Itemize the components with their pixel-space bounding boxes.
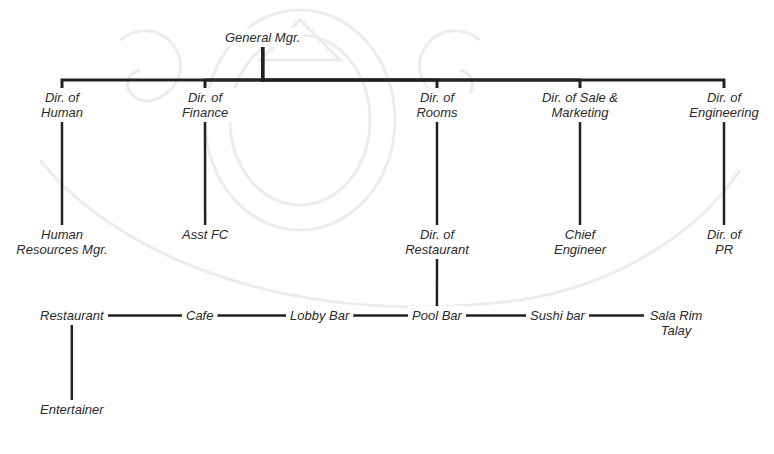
position-title: Sushi bar xyxy=(530,308,585,323)
reporting-line xyxy=(723,122,726,225)
position-title: Dir. of Rooms xyxy=(409,90,465,120)
position-title: Chief Engineer xyxy=(548,227,612,257)
position-title: Dir. of Finance xyxy=(177,90,233,120)
reporting-line xyxy=(263,47,724,88)
position-title: Dir. of Engineering xyxy=(686,90,762,120)
reporting-line xyxy=(579,122,582,225)
reporting-line xyxy=(589,314,644,317)
reporting-line xyxy=(353,314,408,317)
reporting-line xyxy=(263,47,437,88)
reporting-line xyxy=(62,47,263,88)
reporting-line xyxy=(466,314,526,317)
org-title: Dir. of Human xyxy=(30,88,94,122)
org-title: Entertainer xyxy=(36,400,108,419)
reporting-line xyxy=(436,259,439,306)
org-title: Sala Rim Talay xyxy=(644,306,708,340)
org-title: Cafe xyxy=(182,306,217,325)
reporting-line xyxy=(204,122,207,225)
org-title: Pool Bar xyxy=(408,306,466,325)
org-title: Dir. of Rooms xyxy=(405,88,469,122)
reporting-line xyxy=(205,47,263,88)
position-title: Restaurant xyxy=(40,308,104,323)
reporting-line xyxy=(61,122,64,225)
position-title: Pool Bar xyxy=(412,308,462,323)
position-title: Human Resources Mgr. xyxy=(14,227,110,257)
org-title: Chief Engineer xyxy=(544,225,616,259)
position-title: Dir. of Human xyxy=(34,90,90,120)
org-title: Dir. of Sale & Marketing xyxy=(522,88,638,122)
org-title: Lobby Bar xyxy=(286,306,353,325)
position-title: Dir. of Sale & Marketing xyxy=(526,90,634,120)
org-title: Dir. of Restaurant xyxy=(398,225,476,259)
org-title: Dir. of PR xyxy=(695,225,753,259)
reporting-line xyxy=(108,314,182,317)
reporting-line xyxy=(263,47,580,88)
org-title: Dir. of Finance xyxy=(173,88,237,122)
position-title: Dir. of PR xyxy=(699,227,749,257)
position-title: General Mgr. xyxy=(225,30,300,45)
reporting-line xyxy=(436,122,439,225)
org-title: Dir. of Engineering xyxy=(682,88,766,122)
position-title: Cafe xyxy=(186,308,213,323)
position-title: Sala Rim Talay xyxy=(648,308,704,338)
position-title: Asst FC xyxy=(182,227,228,242)
org-title: Human Resources Mgr. xyxy=(10,225,114,259)
org-title: Asst FC xyxy=(178,225,232,244)
position-title: Lobby Bar xyxy=(290,308,349,323)
org-title: Restaurant xyxy=(36,306,108,325)
watermark-emblem xyxy=(40,10,740,307)
reporting-line xyxy=(217,314,286,317)
position-title: Entertainer xyxy=(40,402,104,417)
org-title: Sushi bar xyxy=(526,306,589,325)
reporting-line xyxy=(71,325,74,400)
org-title: General Mgr. xyxy=(221,28,304,47)
position-title: Dir. of Restaurant xyxy=(402,227,472,257)
